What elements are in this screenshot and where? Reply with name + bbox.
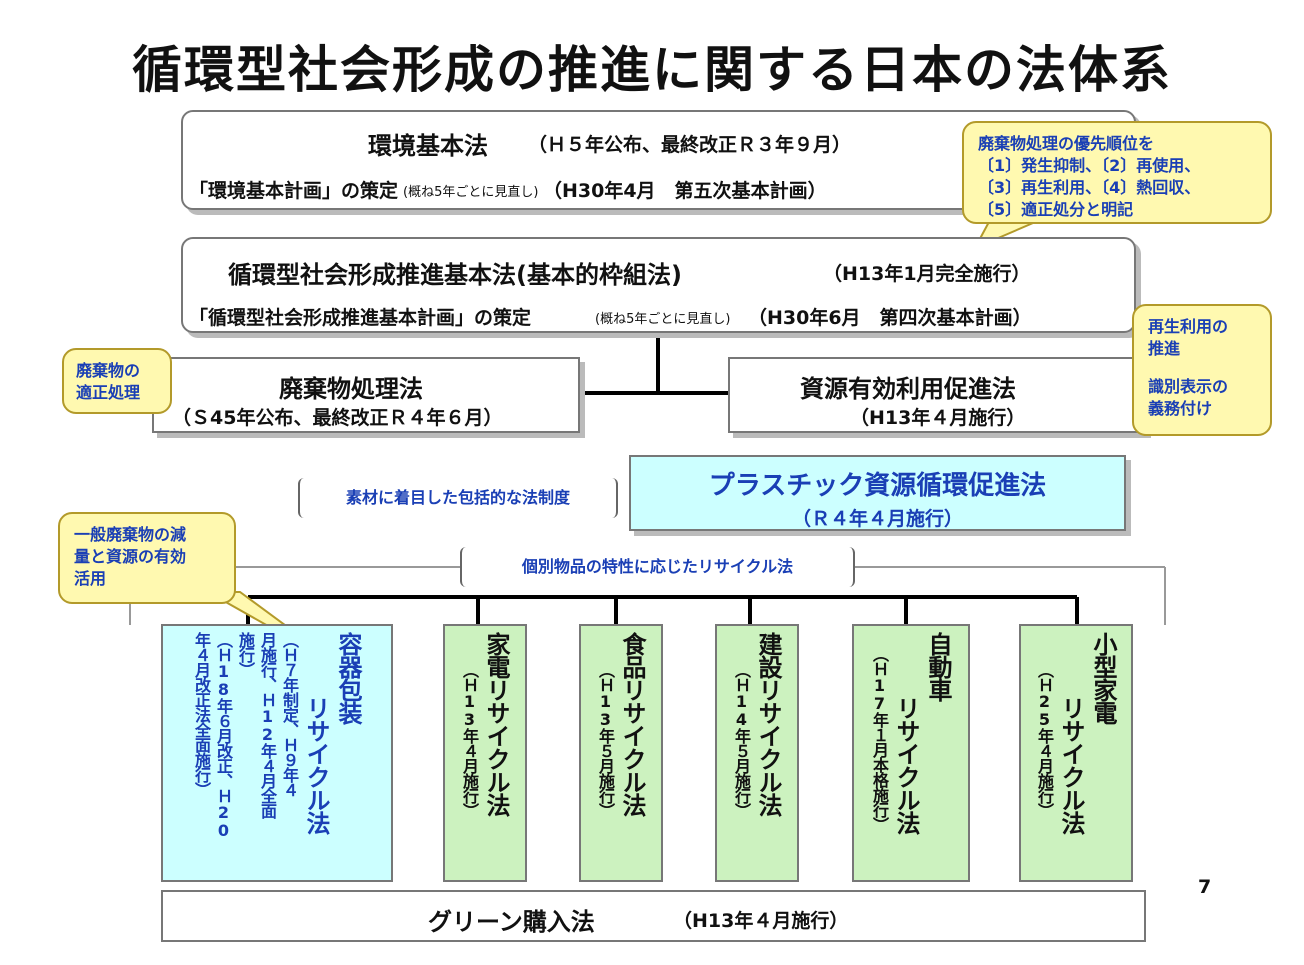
shigen-callout: 再生利用の 推進 識別表示の 義務付け <box>1132 304 1272 436</box>
callout-line: 〔5〕適正処分と明記 <box>978 200 1134 219</box>
kogata-kaden-name-2: リサイクル法 <box>1057 696 1085 834</box>
green-kounyu-dates: （H13年４月施行） <box>673 910 849 932</box>
yoki-hoso-box: 容器包装 リサイクル法 （Ｈ７年制定、Ｈ９年４ 月施行、Ｈ12年４月全面 施行）… <box>161 624 393 882</box>
kaden-box: 家電リサイクル法 （Ｈ13年４月施行） <box>443 624 527 882</box>
callout-line: 一般廃棄物の減 <box>74 525 187 544</box>
haiki-shori-callout: 廃棄物の 適正処理 <box>62 348 172 414</box>
haikibutsu-dates: （Ｓ45年公布、最終改正Ｒ４年６月） <box>172 407 503 429</box>
callout-line: 〔1〕発生抑制、〔2〕再使用、 <box>978 156 1201 175</box>
callout-line: 再生利用の <box>1148 317 1229 336</box>
kensetsu-note: （Ｈ14年５月施行） <box>732 662 751 818</box>
junkan-kihon-box: 循環型社会形成推進基本法(基本的枠組法) （H13年1月完全施行） 「循環型社会… <box>181 237 1136 333</box>
plastic-dates: （Ｒ４年４月施行） <box>791 508 963 530</box>
shokuhin-name: 食品リサイクル法 <box>618 632 646 816</box>
page-number: 7 <box>1198 876 1212 898</box>
jidosha-name-1: 自動車 <box>924 632 952 701</box>
page-title: 循環型社会形成の推進に関する日本の法体系 <box>132 41 1172 99</box>
kogata-kaden-note: （Ｈ25年４月施行） <box>1035 662 1054 818</box>
callout-line: 適正処理 <box>76 383 141 402</box>
yoki-hoso-note-4: （Ｈ18年６月改正、Ｈ20 <box>214 632 233 839</box>
kensetsu-box: 建設リサイクル法 （Ｈ14年５月施行） <box>715 624 799 882</box>
yoki-hoso-name-1: 容器包装 <box>334 632 362 724</box>
shigen-dates: （H13年４月施行） <box>850 407 1026 429</box>
green-kounyu-box: グリーン購入法 （H13年４月施行） <box>161 890 1146 942</box>
kankyo-kihon-name: 環境基本法 <box>368 132 488 160</box>
sozai-label: 素材に着目した包括的な法制度 <box>298 478 618 518</box>
kogata-kaden-box: 小型家電 リサイクル法 （Ｈ25年４月施行） <box>1019 624 1133 882</box>
yoki-hoso-note-1: （Ｈ７年制定、Ｈ９年４ <box>280 632 299 797</box>
yoki-hoso-note-2: 月施行、Ｈ12年４月全面 <box>258 632 277 818</box>
jidosha-note: （Ｈ17年１月本格施行） <box>870 646 889 832</box>
kankyo-plan-label: 「環境基本計画」の策定 <box>189 180 399 202</box>
ippan-callout: 一般廃棄物の減 量と資源の有効 活用 <box>58 512 236 604</box>
kaden-note: （Ｈ13年４月施行） <box>460 662 479 818</box>
callout-line: 廃棄物の <box>76 361 141 380</box>
haikibutsu-name: 廃棄物処理法 <box>279 375 423 403</box>
callout-line: 量と資源の有効 <box>74 547 187 566</box>
kobetsu-label: 個別物品の特性に応じたリサイクル法 <box>460 547 855 587</box>
shigen-name: 資源有効利用促進法 <box>800 375 1016 403</box>
callout-line: 識別表示の <box>1148 377 1229 396</box>
kankyo-plan-version: （H30年4月 第五次基本計画） <box>543 180 827 202</box>
junkan-plan-version: （H30年6月 第四次基本計画） <box>748 307 1032 329</box>
shokuhin-box: 食品リサイクル法 （Ｈ13年５月施行） <box>579 624 663 882</box>
junkan-plan-note: (概ね5年ごとに見直し) <box>595 312 731 327</box>
callout-line: 活用 <box>74 569 107 588</box>
plastic-name: プラスチック資源循環促進法 <box>708 471 1047 501</box>
priority-callout: 廃棄物処理の優先順位を 〔1〕発生抑制、〔2〕再使用、 〔3〕再生利用、〔4〕熱… <box>962 121 1272 224</box>
junkan-kihon-name: 循環型社会形成推進基本法(基本的枠組法) <box>228 261 682 289</box>
jidosha-box: 自動車 リサイクル法 （Ｈ17年１月本格施行） <box>852 624 970 882</box>
junkan-kihon-dates: （H13年1月完全施行） <box>823 263 1031 285</box>
callout-line: 〔3〕再生利用、〔4〕熱回収、 <box>978 178 1201 197</box>
callout-line: 廃棄物処理の優先順位を <box>978 134 1155 153</box>
shigen-box: 資源有効利用促進法 （H13年４月施行） <box>728 357 1146 433</box>
kensetsu-name: 建設リサイクル法 <box>754 632 782 816</box>
yoki-hoso-note-5: 年４月改正法全面施行） <box>192 632 211 797</box>
jidosha-name-2: リサイクル法 <box>892 696 920 834</box>
kankyo-kihon-dates: （Ｈ５年公布、最終改正Ｒ３年９月） <box>528 134 852 156</box>
plastic-box: プラスチック資源循環促進法 （Ｒ４年４月施行） <box>629 455 1126 531</box>
junkan-plan-label: 「循環型社会形成推進基本計画」の策定 <box>189 307 532 329</box>
kankyo-plan-note: (概ね5年ごとに見直し) <box>403 185 539 200</box>
haikibutsu-box: 廃棄物処理法 （Ｓ45年公布、最終改正Ｒ４年６月） <box>152 357 580 433</box>
shokuhin-note: （Ｈ13年５月施行） <box>596 662 615 818</box>
kogata-kaden-name-1: 小型家電 <box>1089 632 1117 724</box>
callout-line: 義務付け <box>1148 399 1213 418</box>
yoki-hoso-note-3: 施行） <box>236 632 255 677</box>
yoki-hoso-name-2: リサイクル法 <box>302 696 330 834</box>
callout-line: 推進 <box>1148 339 1181 358</box>
green-kounyu-name: グリーン購入法 <box>428 908 595 936</box>
kaden-name: 家電リサイクル法 <box>482 632 510 816</box>
